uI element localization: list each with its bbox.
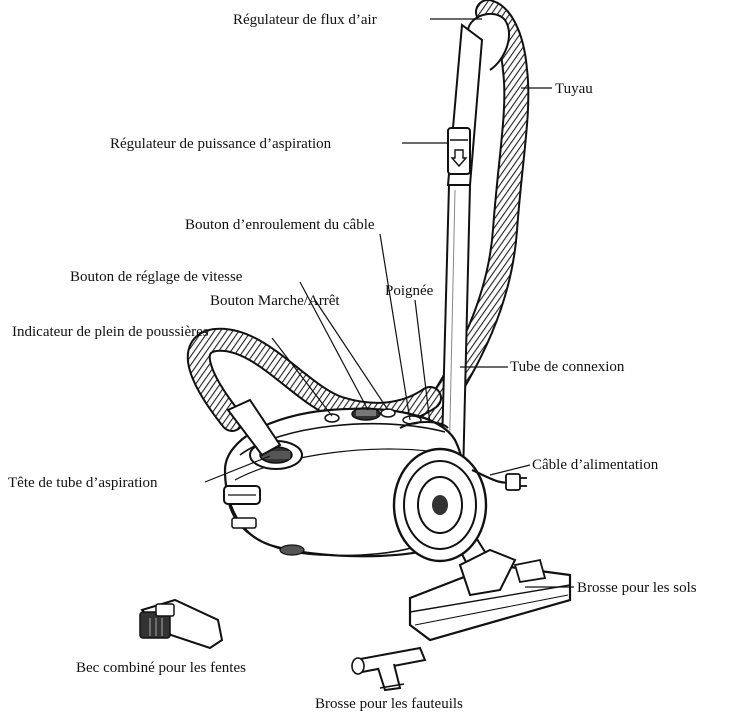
power-button — [380, 408, 396, 418]
label-power-button: Bouton Marche/Arrêt — [210, 293, 340, 309]
label-hose: Tuyau — [555, 81, 593, 97]
label-suction-power-regulator: Régulateur de puissance d’aspiration — [110, 136, 332, 152]
plug — [505, 473, 521, 491]
upholstery-brush — [351, 646, 427, 692]
label-power-cable: Câble d’alimentation — [532, 457, 659, 473]
label-speed-button: Bouton de réglage de vitesse — [70, 269, 243, 285]
label-connection-tube: Tube de connexion — [510, 359, 625, 375]
leader-lines — [204, 18, 574, 588]
label-dust-indicator: Indicateur de plein de poussières — [12, 324, 209, 340]
label-floor-brush: Brosse pour les sols — [577, 580, 697, 596]
label-air-flow-regulator: Régulateur de flux d’air — [233, 12, 377, 28]
label-upholstery-brush: Brosse pour les fauteuils — [315, 696, 463, 712]
floor-brush — [408, 548, 572, 642]
label-handle: Poignée — [385, 283, 434, 299]
power-cable — [471, 468, 527, 491]
dust-indicator-light — [324, 413, 340, 423]
label-combi-nozzle: Bec combiné pour les fentes — [76, 660, 246, 676]
rear-wheel — [392, 447, 488, 563]
label-hose-head: Tête de tube d’aspiration — [8, 475, 158, 491]
combi-crevice-nozzle — [139, 598, 224, 650]
label-cord-rewind-button: Bouton d’enroulement du câble — [185, 217, 375, 233]
